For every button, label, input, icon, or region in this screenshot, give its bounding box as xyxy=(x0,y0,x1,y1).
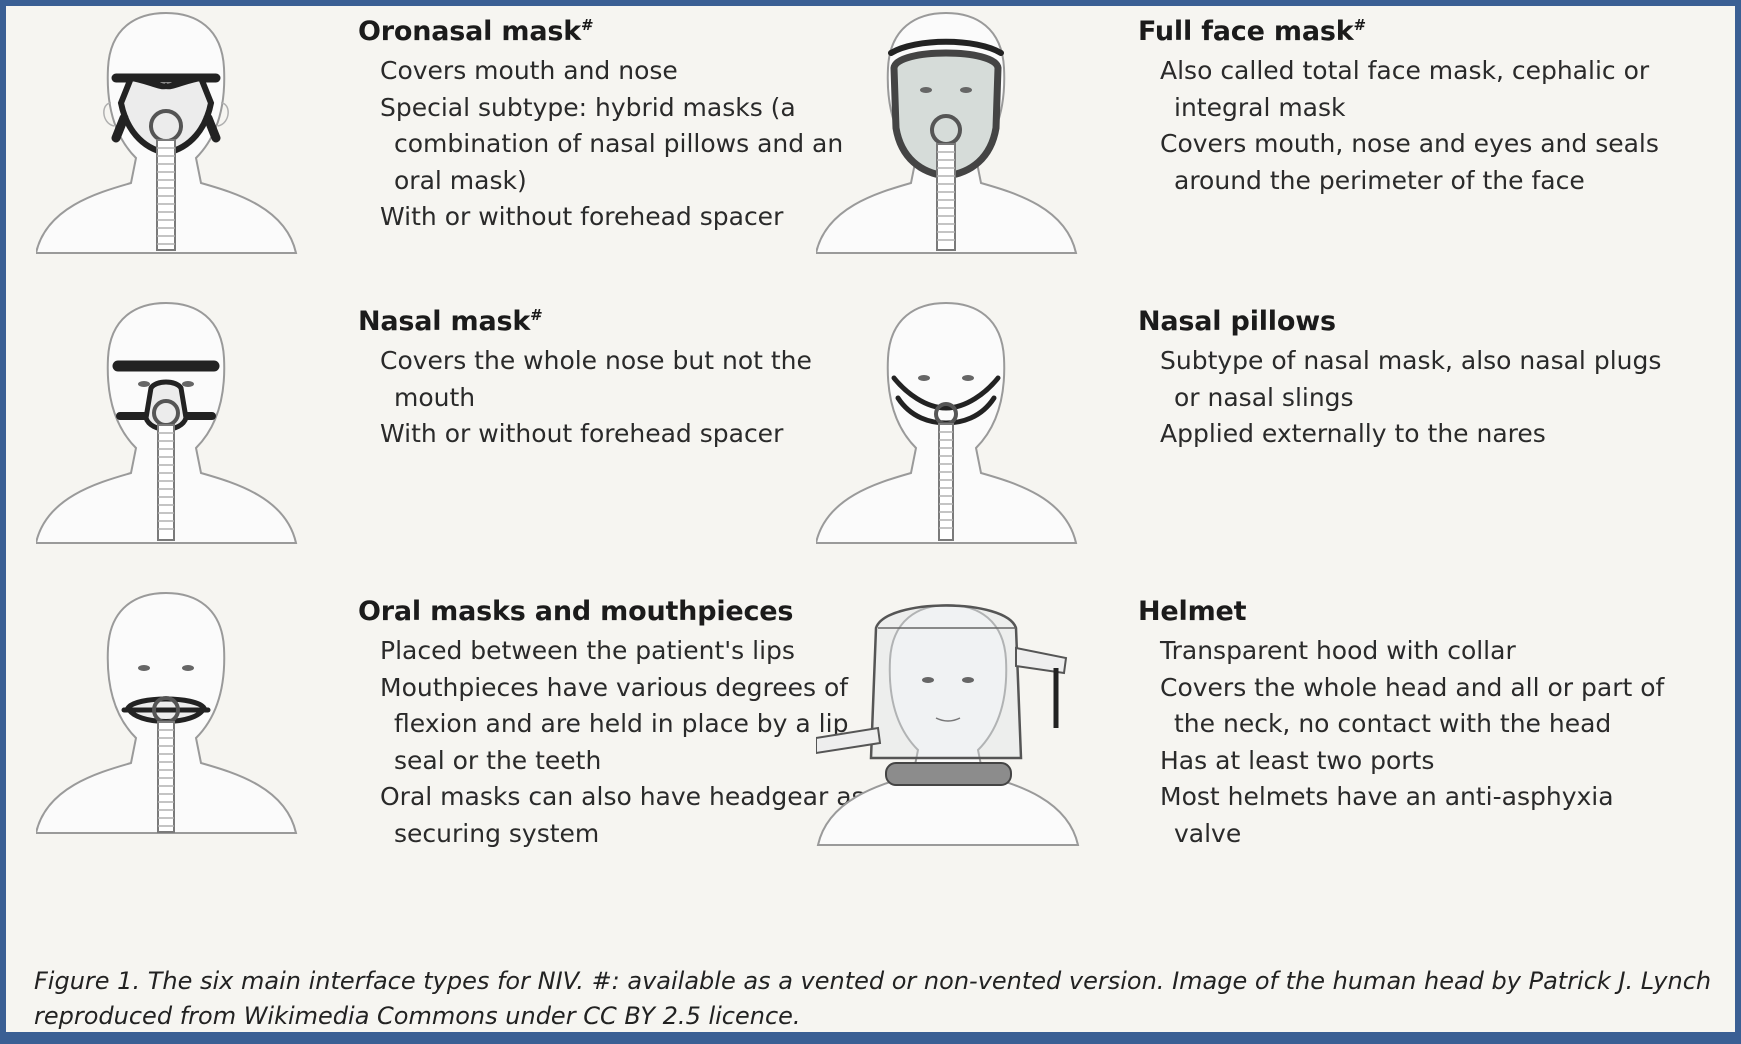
mask-title: Helmet xyxy=(1138,588,1678,629)
mask-cell-oral: Oral masks and mouthpieces Placed betwee… xyxy=(36,588,896,908)
mask-cell-helmet: Helmet Transparent hood with collar Cove… xyxy=(816,588,1676,908)
mask-item: Covers mouth, nose and eyes and seals ar… xyxy=(1138,126,1678,199)
mask-item: Has at least two ports xyxy=(1138,743,1678,780)
mask-item: Transparent hood with collar xyxy=(1138,633,1678,670)
mask-item: Also called total face mask, cephalic or… xyxy=(1138,53,1678,126)
full-face-mask-illustration xyxy=(816,8,1116,283)
mask-cell-full-face: Full face mask# Also called total face m… xyxy=(816,8,1676,328)
mask-title: Full face mask# xyxy=(1138,8,1678,49)
figure-page: Oronasal mask# Covers mouth and nose Spe… xyxy=(6,6,1735,1038)
mask-cell-oronasal: Oronasal mask# Covers mouth and nose Spe… xyxy=(36,8,896,328)
mask-cell-nasal-pillows: Nasal pillows Subtype of nasal mask, als… xyxy=(816,298,1676,618)
full-face-mask-text: Full face mask# Also called total face m… xyxy=(1138,8,1678,199)
nasal-pillows-illustration xyxy=(816,298,1116,573)
helmet-text: Helmet Transparent hood with collar Cove… xyxy=(1138,588,1678,852)
mask-title: Nasal pillows xyxy=(1138,298,1678,339)
mask-item: Subtype of nasal mask, also nasal plugs … xyxy=(1138,343,1678,416)
figure-caption: Figure 1. The six main interface types f… xyxy=(34,964,1734,1034)
mask-cell-nasal: Nasal mask# Covers the whole nose but no… xyxy=(36,298,896,618)
nasal-pillows-text: Nasal pillows Subtype of nasal mask, als… xyxy=(1138,298,1678,453)
mask-item: Most helmets have an anti-asphyxia valve xyxy=(1138,779,1678,852)
oral-mask-illustration xyxy=(36,588,336,863)
mask-item: Applied externally to the nares xyxy=(1138,416,1678,453)
mask-item: Covers the whole head and all or part of… xyxy=(1138,670,1678,743)
oronasal-mask-illustration xyxy=(36,8,336,283)
helmet-illustration xyxy=(816,588,1116,863)
nasal-mask-illustration xyxy=(36,298,336,573)
